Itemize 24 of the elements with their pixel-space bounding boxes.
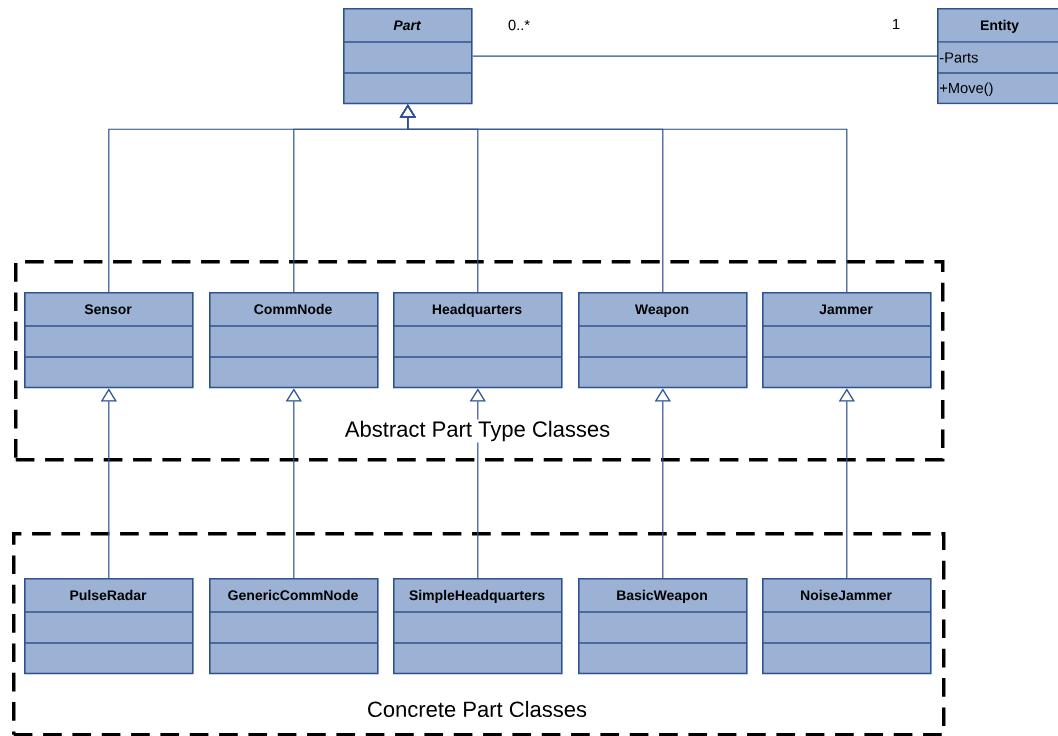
- class-box: Jammer: [761, 292, 932, 389]
- class-box: Sensor: [23, 292, 194, 389]
- inheritance-arrow: [399, 104, 848, 293]
- class-box: Headquarters: [392, 292, 563, 389]
- class-box: GenericCommNode: [208, 578, 379, 675]
- class-box: SimpleHeadquarters: [392, 578, 563, 675]
- group-frame: [12, 532, 946, 736]
- inheritance-arrow: [654, 388, 671, 579]
- inheritance-arrow: [838, 388, 855, 579]
- class-box: CommNode: [208, 292, 379, 389]
- class-box: Part: [342, 8, 473, 105]
- class-box: Weapon: [577, 292, 748, 389]
- multiplicity-label: 0..*: [508, 19, 530, 31]
- association-line: [472, 55, 938, 57]
- group-caption: Abstract Part Type Classes: [343, 419, 612, 443]
- inheritance-arrow: [285, 388, 302, 579]
- inheritance-arrow: [100, 388, 117, 579]
- class-box: NoiseJammer: [761, 578, 932, 675]
- multiplicity-label: 1: [893, 18, 900, 30]
- group-caption: Concrete Part Classes: [365, 699, 589, 719]
- class-box: PulseRadar: [23, 578, 194, 675]
- class-box: BasicWeapon: [577, 578, 748, 675]
- class-box: Entity -Parts +Move(): [936, 8, 1058, 105]
- group-frame: [14, 260, 945, 462]
